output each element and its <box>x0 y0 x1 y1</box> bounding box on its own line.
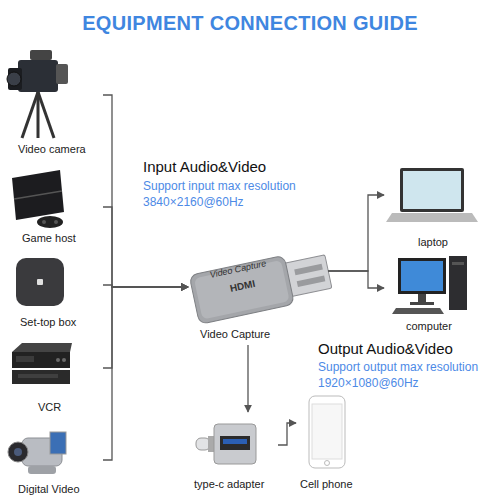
section-heading: Input Audio&Video <box>143 157 313 177</box>
node-caption: Cell phone <box>300 478 353 491</box>
spec-note: Support output max resolution 1920×1080@… <box>318 359 496 391</box>
spec-note: Support input max resolution 3840×2160@6… <box>143 178 311 210</box>
capture-dongle-illustration <box>189 247 333 324</box>
connector-arrow <box>328 195 384 271</box>
title: EQUIPMENT CONNECTION GUIDE <box>0 12 500 35</box>
device-node: laptop <box>384 160 484 252</box>
node-caption: type-c adapter <box>194 478 264 491</box>
device-node: computer <box>384 254 484 336</box>
adapter-node: type-c adapter <box>188 412 278 496</box>
connector-arrow <box>103 287 188 460</box>
connector-arrow <box>247 345 248 412</box>
node-caption: Video Capture <box>200 328 270 341</box>
connector-arrow <box>278 423 296 445</box>
node-caption: VCR <box>38 401 61 414</box>
section-heading: Output Audio&Video <box>318 339 493 359</box>
connector-arrow <box>328 271 384 288</box>
vcr-illustration <box>12 343 72 384</box>
device-node: Game host <box>8 162 103 246</box>
connector-arrow <box>103 207 188 287</box>
laptop-illustration <box>386 168 478 222</box>
device-node: VCR <box>8 340 103 415</box>
node-caption: Game host <box>22 232 76 245</box>
device-print: Video Capture <box>209 257 268 282</box>
node-caption: Video camera <box>18 143 86 156</box>
device-node: Set-top box <box>8 250 103 332</box>
set-top-box-illustration <box>16 258 64 306</box>
connector-arrow <box>103 285 188 287</box>
node-caption: computer <box>406 320 452 333</box>
node-caption: Digital Video <box>18 483 80 496</box>
phone-illustration <box>309 396 345 468</box>
video-camera-illustration <box>7 50 68 138</box>
capture-dongle: Video CaptureHDMIVideo Capture <box>188 248 328 345</box>
device-node: Cell phone <box>296 390 362 496</box>
computer-illustration <box>392 256 467 314</box>
camcorder-illustration <box>8 432 66 474</box>
device-node: Digital Video <box>8 420 103 498</box>
game-console-illustration <box>12 170 64 228</box>
node-caption: Set-top box <box>20 316 76 329</box>
node-caption: laptop <box>418 236 448 249</box>
device-node: Video camera <box>8 42 103 158</box>
connector-arrow <box>103 287 188 368</box>
usb-c-adapter-illustration <box>196 424 256 464</box>
device-print: HDMI <box>229 277 257 295</box>
